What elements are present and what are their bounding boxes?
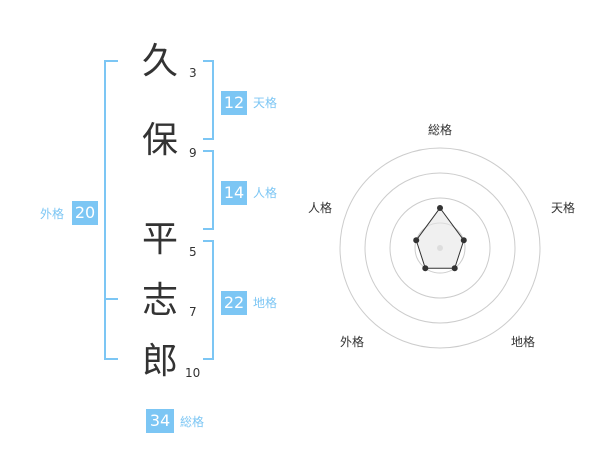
radar-point-gaikaku xyxy=(422,265,429,272)
radar-axis-label-gaikaku: 外格 xyxy=(340,335,365,349)
jinkaku-bracket-top xyxy=(203,150,214,152)
radar-polygon xyxy=(415,207,465,269)
tenkaku-label: 天格 xyxy=(253,96,278,110)
soukaku-value-box: 34 xyxy=(146,409,174,433)
radar-center-point xyxy=(437,245,443,251)
name-char-3: 平 xyxy=(142,219,179,260)
stroke-count-4: 7 xyxy=(189,305,197,319)
radar-axis-label-chikaku: 地格 xyxy=(511,335,536,349)
name-char-4: 志 xyxy=(142,280,179,321)
radar-point-jinkaku xyxy=(413,237,420,244)
radar-axis-label-jinkaku: 人格 xyxy=(308,201,333,215)
stroke-count-1: 3 xyxy=(189,66,197,80)
gaikaku-bracket-mid xyxy=(104,298,118,300)
chikaku-bracket-top xyxy=(203,240,214,242)
gaikaku-label: 外格 xyxy=(40,207,65,221)
tenkaku-bracket-top xyxy=(203,60,214,62)
chikaku-label: 地格 xyxy=(253,296,278,310)
radar-point-soukaku xyxy=(437,205,443,211)
radar-ring-3 xyxy=(364,172,516,324)
gaikaku-bracket-top xyxy=(104,60,118,62)
name-char-5: 郎 xyxy=(142,341,179,382)
radar-axis-label-tenkaku: 天格 xyxy=(551,201,576,215)
tenkaku-bracket-vertical xyxy=(212,60,214,140)
name-char-2: 保 xyxy=(142,120,179,161)
stroke-count-3: 5 xyxy=(189,245,197,259)
radar-point-tenkaku xyxy=(460,237,467,244)
radar-ring-2 xyxy=(389,197,491,299)
stroke-count-2: 9 xyxy=(189,146,197,160)
name-char-1: 久 xyxy=(142,41,179,82)
chikaku-bracket-bottom xyxy=(203,358,214,360)
chikaku-value-box: 22 xyxy=(221,291,247,315)
jinkaku-value-box: 14 xyxy=(221,181,247,205)
radar-axis-label-soukaku: 総格 xyxy=(428,123,453,137)
jinkaku-label: 人格 xyxy=(253,186,278,200)
jinkaku-bracket-vertical xyxy=(212,150,214,230)
chikaku-bracket-vertical xyxy=(212,240,214,360)
gaikaku-bracket-bottom xyxy=(104,358,118,360)
tenkaku-bracket-bottom xyxy=(203,138,214,140)
tenkaku-value-box: 12 xyxy=(221,91,247,115)
soukaku-label: 総格 xyxy=(180,415,205,429)
gaikaku-value-box: 20 xyxy=(72,201,98,225)
radar-point-chikaku xyxy=(451,265,458,272)
stroke-count-5: 10 xyxy=(185,366,201,380)
gaikaku-bracket-vertical xyxy=(104,60,106,360)
radar-ring-4 xyxy=(339,147,541,349)
jinkaku-bracket-bottom xyxy=(203,228,214,230)
